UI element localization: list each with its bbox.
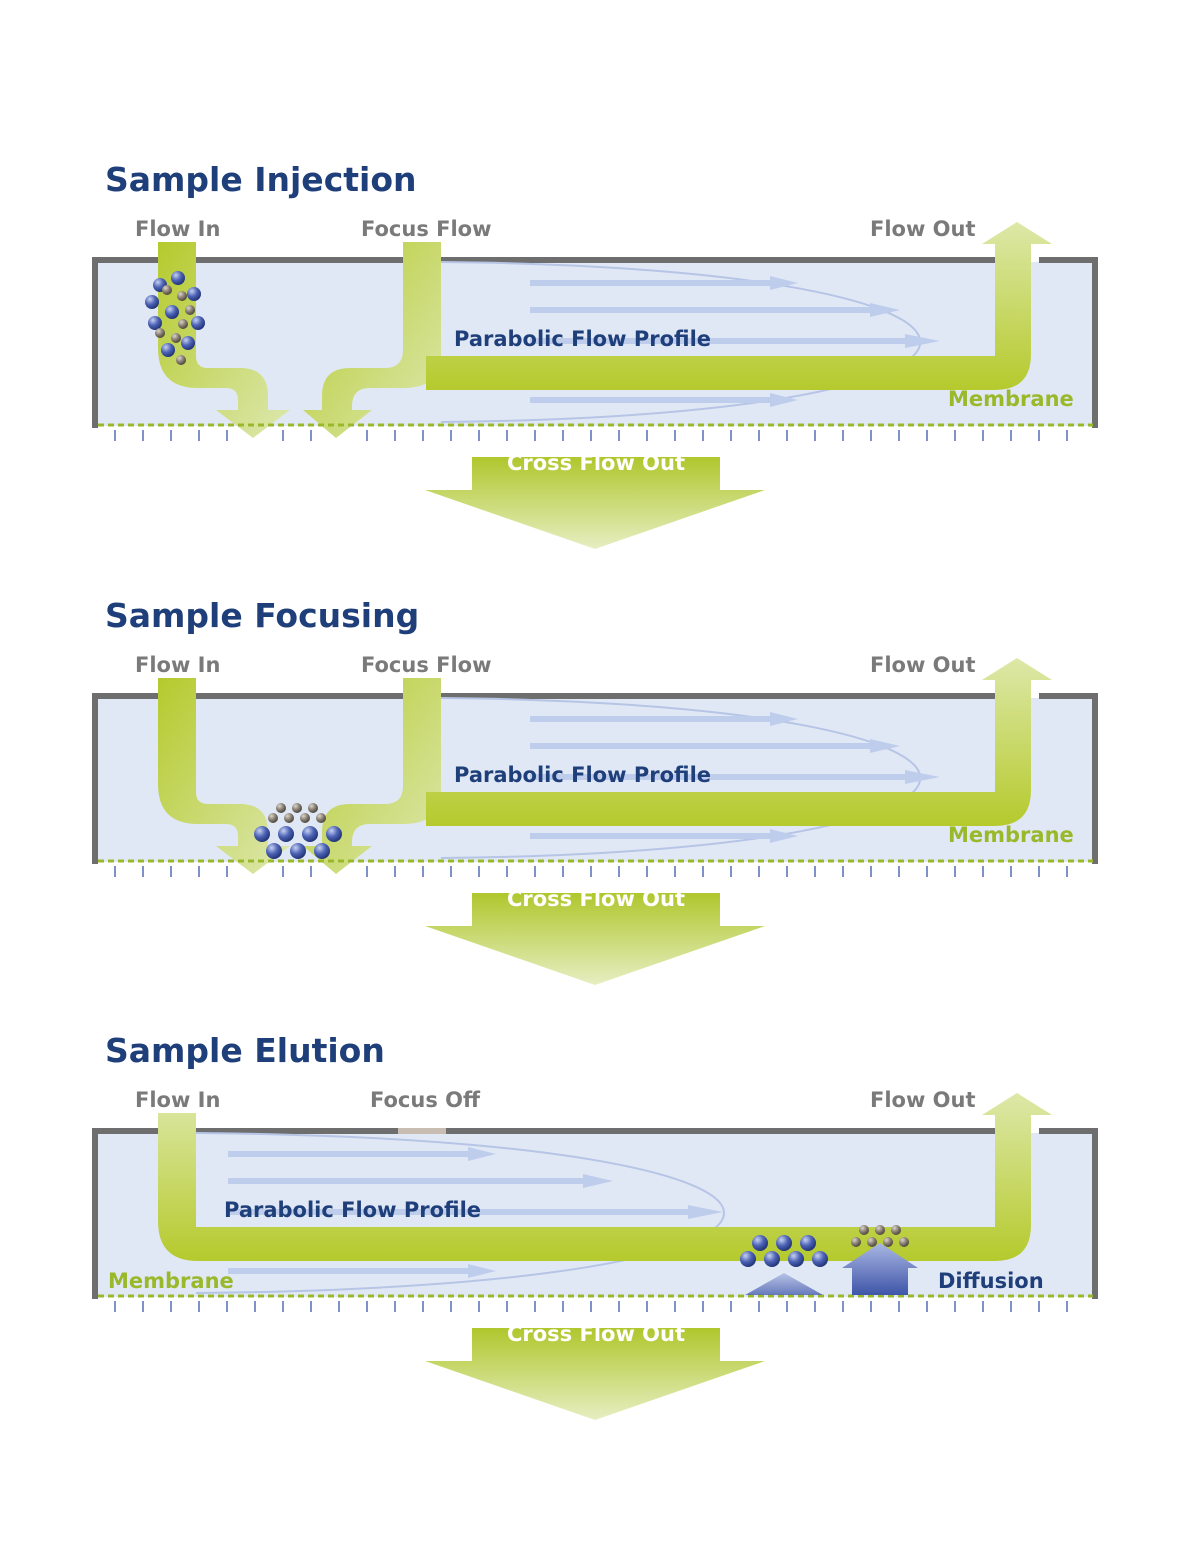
cross-flow-out-arrow bbox=[425, 457, 765, 549]
panel-title: Sample Elution bbox=[105, 1031, 385, 1070]
sample-particles bbox=[145, 271, 205, 365]
cross-flow-arrows bbox=[114, 866, 1068, 877]
cross-flow-arrows bbox=[114, 430, 1068, 441]
profile-arrows bbox=[530, 712, 940, 843]
panel-sample-focusing: Sample Focusing Flow In Focus Flow Flow … bbox=[0, 596, 1195, 1032]
panel-sample-injection: Sample Injection Flow In Focus Flow Flow… bbox=[0, 160, 1195, 596]
flow-in-label: Flow In bbox=[135, 1088, 221, 1112]
focus-port-closed bbox=[398, 1128, 446, 1134]
diffusion-arrow-small bbox=[745, 1273, 823, 1295]
eluting-particles bbox=[740, 1225, 909, 1267]
flow-out-stream bbox=[426, 658, 1052, 826]
profile-arrows bbox=[228, 1147, 723, 1278]
flow-in-label: Flow In bbox=[135, 653, 221, 677]
parabolic-flow-profile-label: Parabolic Flow Profile bbox=[224, 1198, 482, 1222]
focus-flow-label: Focus Flow bbox=[361, 217, 492, 241]
parabolic-flow-profile-label: Parabolic Flow Profile bbox=[454, 763, 712, 787]
diffusion-label: Diffusion bbox=[938, 1269, 1044, 1293]
cross-flow-out-label: Cross Flow Out bbox=[506, 451, 686, 475]
focused-particles bbox=[254, 803, 342, 859]
cross-flow-out-label: Cross Flow Out bbox=[506, 887, 686, 911]
membrane-label: Membrane bbox=[948, 823, 1074, 847]
membrane-label: Membrane bbox=[108, 1269, 234, 1293]
flow-stream bbox=[158, 1093, 1052, 1261]
panel-title: Sample Injection bbox=[105, 160, 417, 199]
flow-out-label: Flow Out bbox=[870, 1088, 976, 1112]
focus-flow-label: Focus Flow bbox=[361, 653, 492, 677]
diffusion-arrow-large bbox=[842, 1243, 918, 1295]
cross-flow-arrows bbox=[114, 1301, 1068, 1312]
focus-flow-stream bbox=[303, 242, 441, 438]
cross-flow-out-arrow bbox=[425, 1328, 765, 1420]
profile-arrows bbox=[530, 276, 940, 407]
flow-in-label: Flow In bbox=[135, 217, 221, 241]
parabolic-flow-profile-label: Parabolic Flow Profile bbox=[454, 327, 712, 351]
focus-flow-stream bbox=[303, 678, 441, 874]
parabolic-profile-curve bbox=[195, 1132, 725, 1294]
flow-out-label: Flow Out bbox=[870, 653, 976, 677]
flow-out-label: Flow Out bbox=[870, 217, 976, 241]
flow-out-stream bbox=[426, 222, 1052, 390]
panel-sample-elution: Sample Elution Flow In Focus Off Flow Ou… bbox=[0, 1031, 1195, 1467]
elution-diagram bbox=[92, 1093, 1098, 1420]
panel-title: Sample Focusing bbox=[105, 596, 420, 635]
membrane-label: Membrane bbox=[948, 387, 1074, 411]
focus-off-label: Focus Off bbox=[370, 1088, 480, 1112]
cross-flow-out-arrow bbox=[425, 893, 765, 985]
cross-flow-out-label: Cross Flow Out bbox=[506, 1322, 686, 1346]
channel-wall bbox=[92, 1128, 1098, 1299]
flow-in-stream bbox=[158, 678, 290, 874]
focusing-diagram bbox=[92, 658, 1098, 985]
channel-wall bbox=[92, 693, 1098, 864]
injection-diagram bbox=[92, 222, 1098, 549]
channel-wall bbox=[92, 257, 1098, 428]
